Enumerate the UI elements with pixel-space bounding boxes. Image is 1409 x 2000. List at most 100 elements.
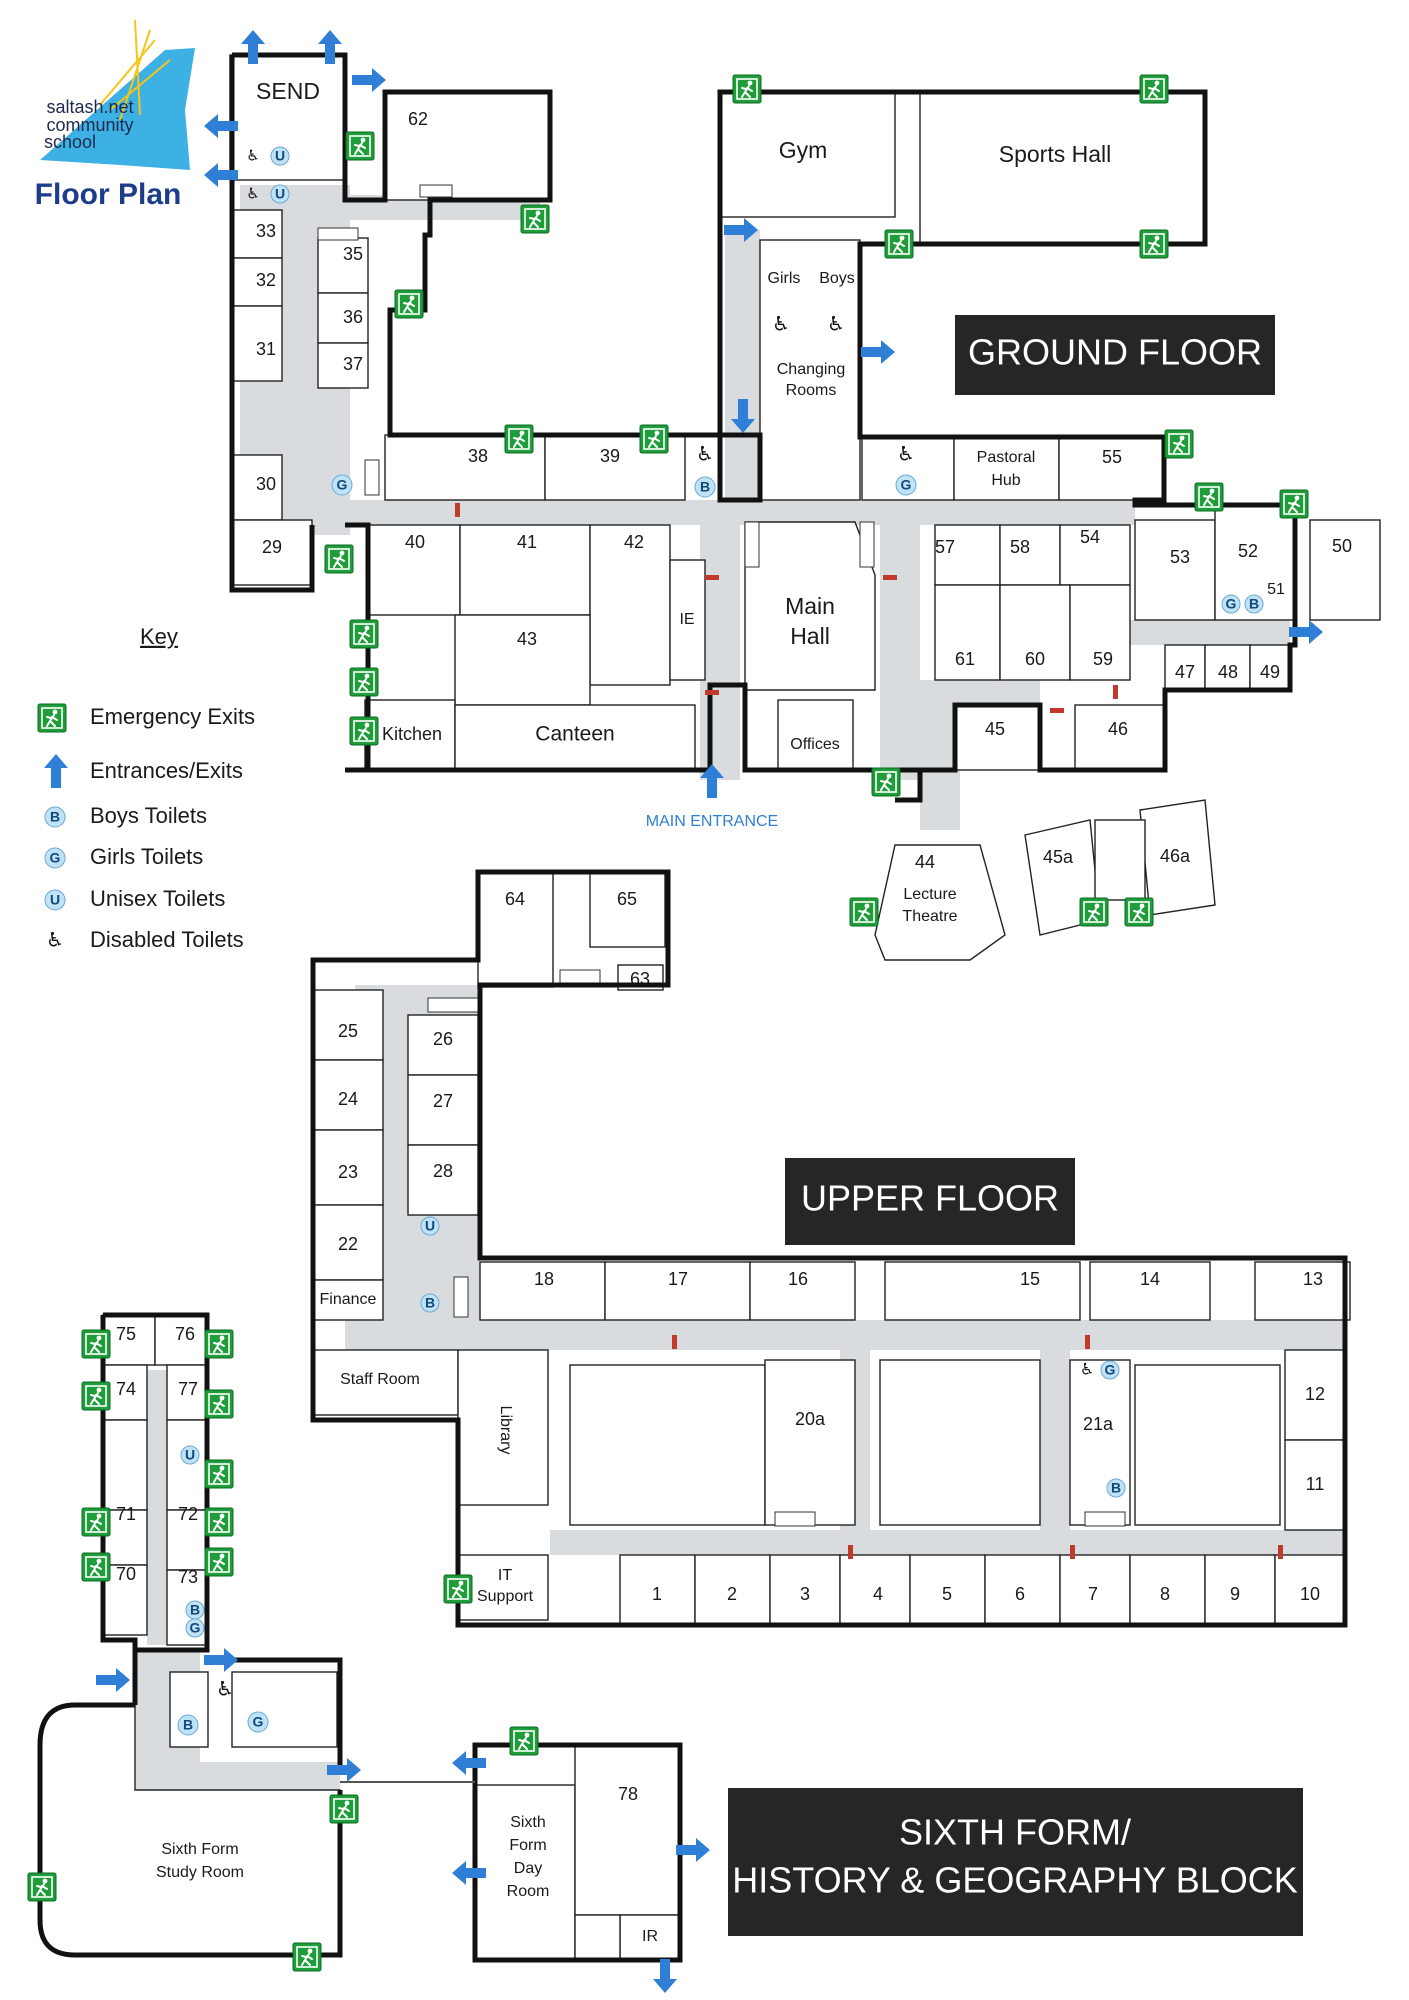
disabled-icon: ♿	[246, 185, 259, 203]
label-send: SEND	[256, 78, 320, 104]
label-4: 4	[873, 1584, 883, 1604]
emergency-exit-icon	[81, 1552, 111, 1582]
label-24: 24	[338, 1089, 358, 1109]
emergency-exit-icon	[1279, 489, 1309, 519]
label-42: 42	[624, 532, 644, 552]
room-sports-hall	[919, 91, 1206, 245]
logo-line1: saltash.net	[46, 97, 133, 117]
emergency-exit-icon	[509, 1726, 539, 1756]
boys-toilet-icon	[1244, 594, 1264, 614]
emergency-exit-icon	[884, 229, 914, 259]
label-75: 75	[116, 1324, 136, 1344]
label-18: 18	[534, 1269, 554, 1289]
boys-toilet-letter: B	[1249, 596, 1259, 612]
emergency-exit-icon	[732, 74, 762, 104]
room-26	[407, 1014, 479, 1076]
emergency-exit-icon	[1079, 897, 1109, 927]
emergency-exit-icon	[349, 716, 379, 746]
emergency-exit-icon	[639, 424, 669, 454]
label-1: 1	[652, 1584, 662, 1604]
room-it-support	[457, 1554, 549, 1621]
label-9: 9	[1230, 1584, 1240, 1604]
room-hall-upper	[879, 1359, 1041, 1526]
key-boys-symbol: B	[50, 809, 60, 825]
upper-floor-banner: UPPER FLOOR	[785, 1158, 1075, 1245]
label-78: 78	[618, 1784, 638, 1804]
label-7: 7	[1088, 1584, 1098, 1604]
room-27	[407, 1074, 479, 1146]
room-blank-e	[166, 1419, 208, 1511]
room-main-hall	[744, 521, 876, 691]
school-logo: saltash.net community school	[40, 19, 195, 170]
label-pastoral-1: Pastoral	[977, 449, 1036, 466]
sixth-form-banner: SIXTH FORM/ HISTORY & GEOGRAPHY BLOCK	[728, 1788, 1303, 1936]
label-day-3: Day	[514, 1860, 542, 1877]
label-53: 53	[1170, 547, 1190, 567]
girls-toilet-letter: G	[901, 477, 912, 493]
emergency-exit-icon	[1164, 429, 1194, 459]
label-8: 8	[1160, 1584, 1170, 1604]
label-38: 38	[468, 446, 488, 466]
room-36	[317, 292, 369, 344]
key-emergency-exit-icon	[37, 703, 67, 733]
emergency-exit-icon	[204, 1547, 234, 1577]
stairs	[859, 521, 875, 568]
label-14: 14	[1140, 1269, 1160, 1289]
room-large-1	[569, 1364, 766, 1526]
door-marker	[1070, 1545, 1075, 1559]
room-57	[934, 524, 1001, 586]
key-label-emergency-exits: Emergency Exits	[90, 704, 255, 729]
label-3: 3	[800, 1584, 810, 1604]
room-53	[1134, 519, 1216, 621]
unisex-toilet-letter: U	[275, 148, 285, 164]
corridor-upper-mid2	[1040, 1350, 1070, 1530]
girls-toilet-icon	[247, 1711, 269, 1733]
label-study-2: Study Room	[156, 1864, 244, 1881]
label-61: 61	[955, 649, 975, 669]
room-14	[1089, 1261, 1211, 1321]
emergency-exit-icon	[329, 1794, 359, 1824]
door-marker	[1113, 685, 1118, 699]
label-study-1: Sixth Form	[161, 1841, 238, 1858]
label-31: 31	[256, 339, 276, 359]
label-changing-rooms-1: Changing	[777, 361, 846, 378]
label-main-hall-1: Main	[785, 593, 835, 619]
door-marker	[1050, 708, 1064, 713]
emergency-exit-icon	[204, 1507, 234, 1537]
logo-rays	[99, 19, 171, 121]
room-37	[317, 342, 369, 389]
stairs	[744, 521, 760, 568]
room-canteen	[454, 704, 696, 771]
room-offices	[777, 699, 854, 771]
corridor-sixth-link	[200, 1762, 340, 1792]
key-boys-toilet-icon	[44, 806, 66, 828]
room-61	[934, 584, 1001, 681]
label-17: 17	[668, 1269, 688, 1289]
label-28: 28	[433, 1161, 453, 1181]
logo-swoosh-shape	[40, 48, 195, 170]
ground-floor-banner-text: GROUND FLOOR	[968, 332, 1262, 373]
sixth-form-banner-line1: SIXTH FORM/	[899, 1812, 1131, 1853]
boys-toilet-icon	[1106, 1478, 1126, 1498]
stairs	[364, 459, 380, 496]
room-17	[604, 1261, 751, 1321]
label-45a: 45a	[1043, 847, 1074, 867]
key-unisex-symbol: U	[50, 892, 60, 908]
disabled-icon: ♿	[696, 442, 714, 466]
key-label-girls: Girls Toilets	[90, 844, 203, 869]
sixth-form-banner-bg	[728, 1788, 1303, 1936]
label-73: 73	[178, 1567, 198, 1587]
room-25	[312, 989, 384, 1061]
door-marker	[1085, 1335, 1090, 1349]
unisex-toilet-icon	[180, 1445, 200, 1465]
boys-toilet-letter: B	[183, 1717, 193, 1733]
label-finance: Finance	[320, 1291, 377, 1308]
room-60	[999, 584, 1071, 681]
girls-toilet-letter: G	[337, 477, 348, 493]
boys-toilet-letter: B	[1111, 1480, 1121, 1496]
key-label-unisex: Unisex Toilets	[90, 886, 225, 911]
label-23: 23	[338, 1162, 358, 1182]
entrance-arrow-icon	[861, 340, 895, 364]
ground-floor: SEND 62 33 32 31 30 29 35 36 37 38 39 Gy…	[204, 30, 1381, 961]
label-day-4: Room	[507, 1883, 550, 1900]
